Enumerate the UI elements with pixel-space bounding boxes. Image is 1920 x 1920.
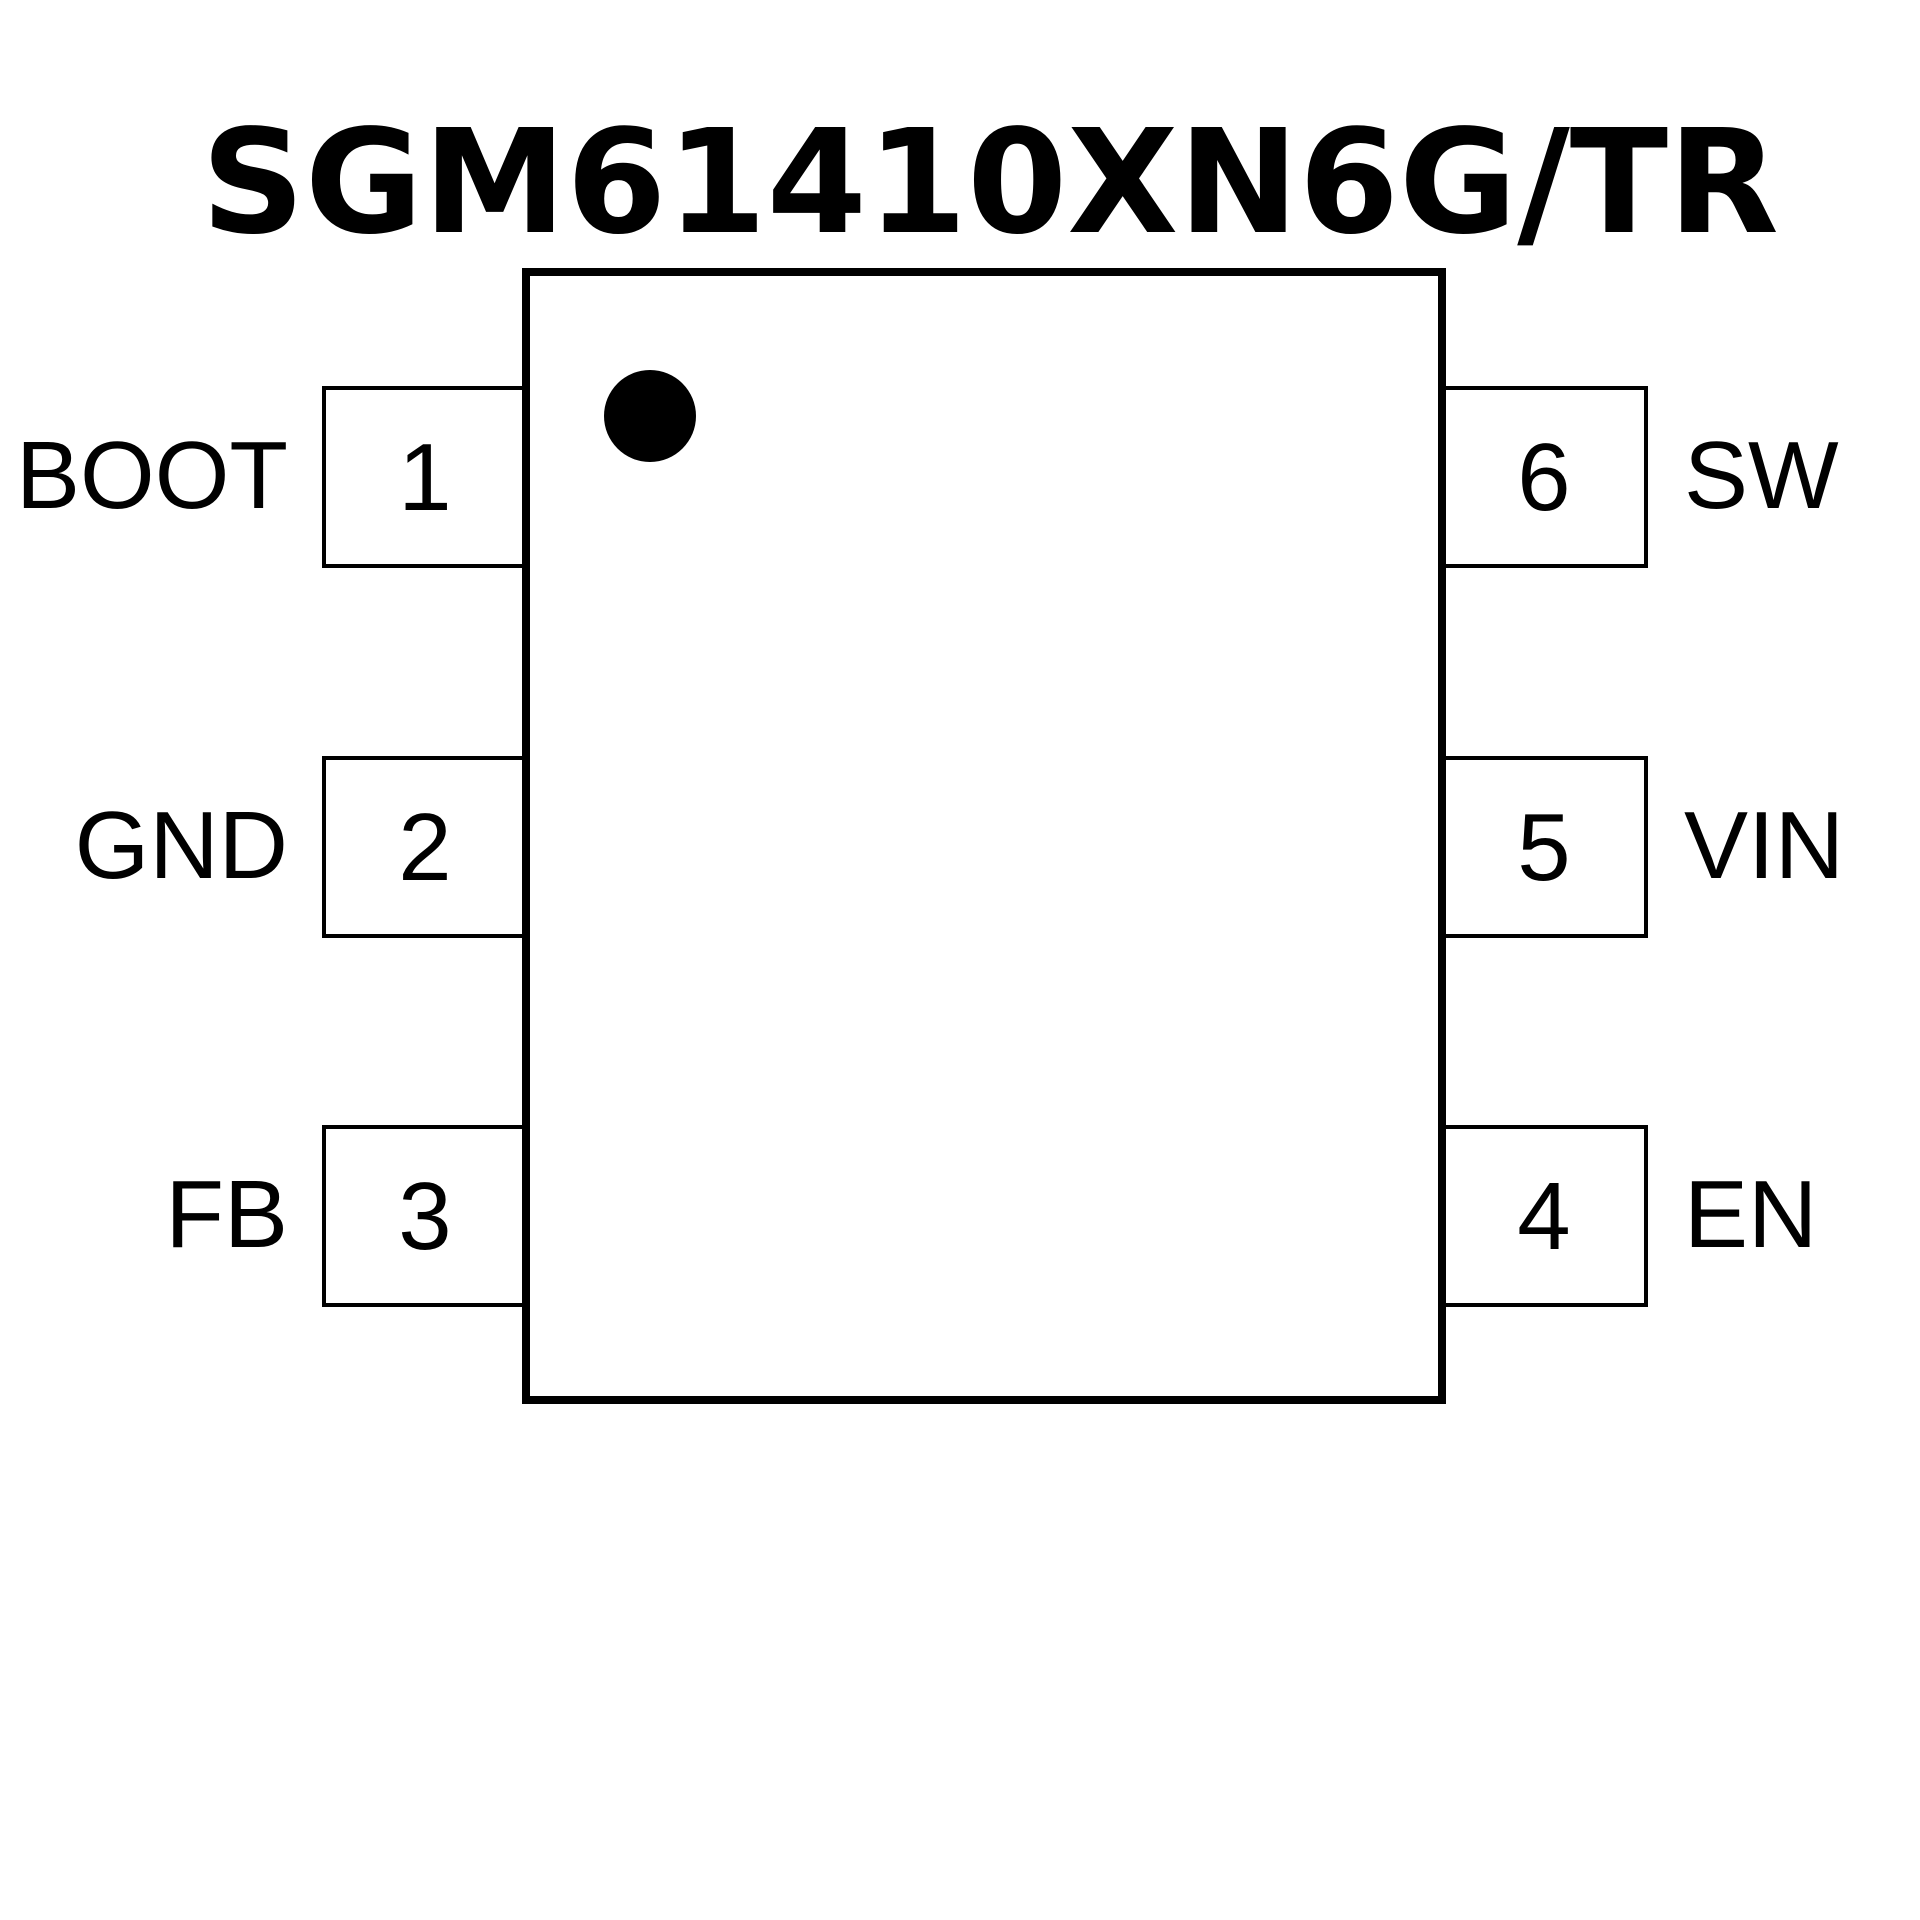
pin-name: BOOT (16, 422, 288, 529)
pin-pad (1440, 386, 1648, 568)
right-pin-5: 5 VIN (1440, 756, 1844, 938)
pin-number: 1 (398, 424, 451, 531)
pin-name: GND (75, 792, 288, 899)
pin-number: 2 (398, 794, 451, 901)
pin-number: 4 (1517, 1163, 1570, 1270)
pin1-dot-icon (604, 370, 696, 462)
pin-pad (322, 386, 528, 568)
pin-name: EN (1684, 1161, 1817, 1268)
pin-pad (1440, 756, 1648, 938)
pin-number: 6 (1517, 424, 1570, 531)
part-number-title: SGM61410XN6G/TR (201, 98, 1779, 266)
left-pin-1: 1 BOOT (16, 386, 528, 568)
right-pin-4: 4 EN (1440, 1125, 1817, 1307)
left-pin-3: 3 FB (165, 1125, 528, 1307)
pin-number: 5 (1517, 794, 1570, 901)
pin-name: FB (165, 1161, 288, 1268)
pin-number: 3 (398, 1163, 451, 1270)
pin-pad (322, 1125, 528, 1307)
right-pin-6: 6 SW (1440, 386, 1839, 568)
pin-pad (322, 756, 528, 938)
pin-name: SW (1684, 422, 1839, 529)
pin-name: VIN (1684, 792, 1844, 899)
left-pin-2: 2 GND (75, 756, 528, 938)
package-body (522, 268, 1446, 1404)
